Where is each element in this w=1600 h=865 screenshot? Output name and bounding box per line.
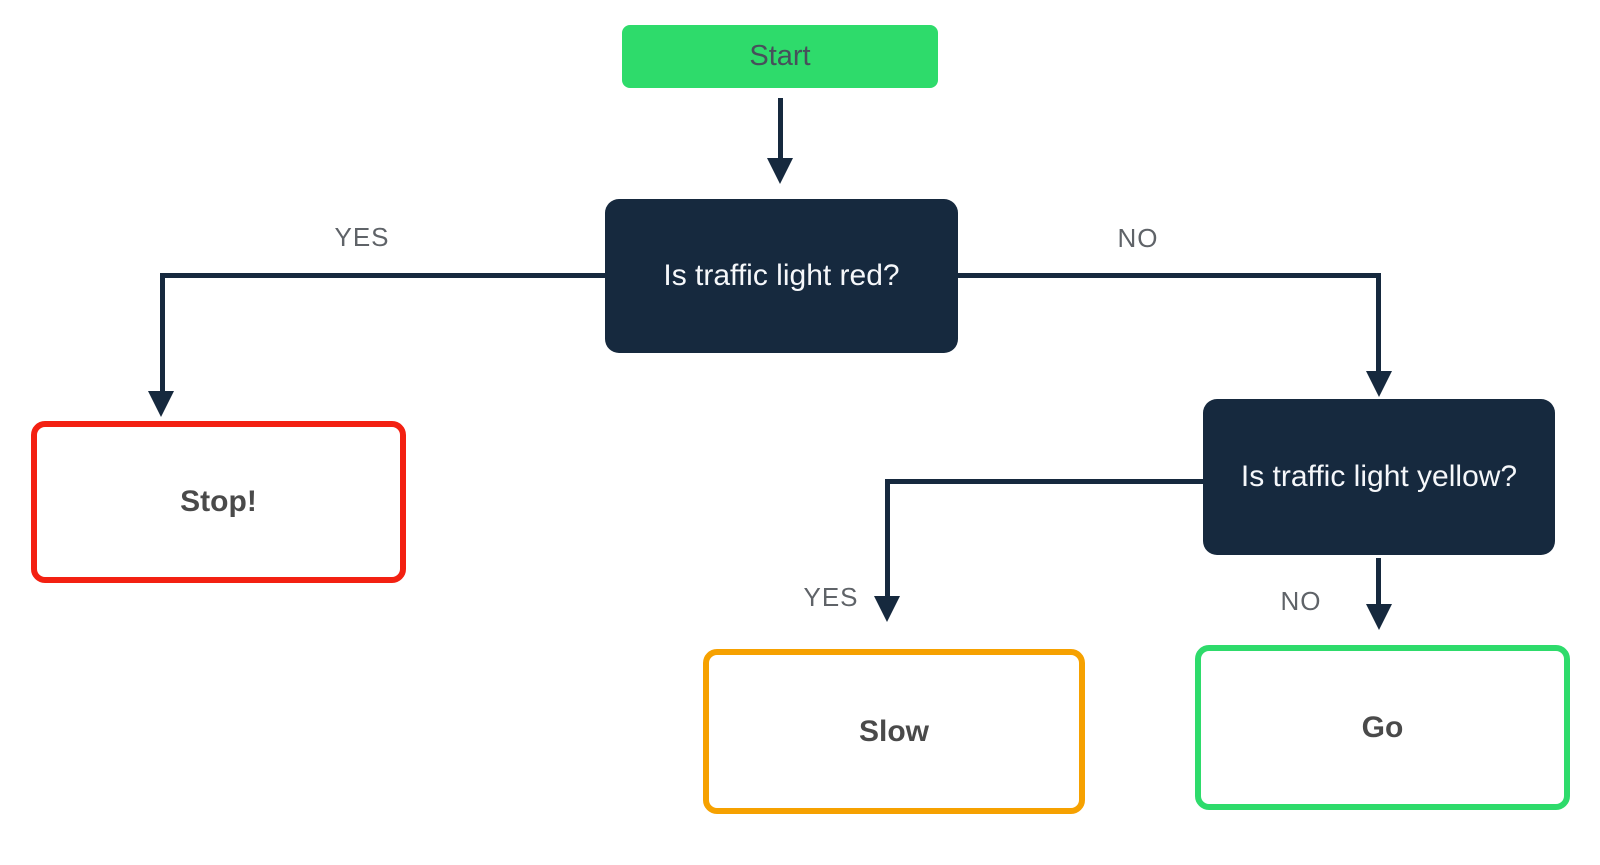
edge-yellow-yes-hline <box>885 479 1203 484</box>
edge-red-yes-vline <box>160 273 165 393</box>
edge-start-to-red-line <box>778 98 783 160</box>
edge-yellow-yes-arrowhead-icon <box>874 596 900 622</box>
edge-label-yellow-no: NO <box>1280 586 1322 616</box>
edge-label-red-no: NO <box>1117 223 1159 253</box>
edge-red-yes-hline <box>160 273 605 278</box>
node-question-yellow: Is traffic light yellow? <box>1203 399 1555 555</box>
node-go: Go <box>1195 645 1570 810</box>
edge-yellow-no-arrowhead-icon <box>1366 604 1392 630</box>
edge-yellow-no-vline <box>1376 558 1381 606</box>
node-question-red: Is traffic light red? <box>605 199 958 353</box>
edge-label-red-yes: YES <box>334 222 390 252</box>
edge-start-to-red-arrowhead-icon <box>767 158 793 184</box>
edge-red-no-hline <box>958 273 1381 278</box>
node-slow: Slow <box>703 649 1085 814</box>
node-start: Start <box>622 25 938 88</box>
edge-red-no-vline <box>1376 273 1381 373</box>
edge-red-yes-arrowhead-icon <box>148 391 174 417</box>
node-stop: Stop! <box>31 421 406 583</box>
edge-red-no-arrowhead-icon <box>1366 371 1392 397</box>
edge-label-yellow-yes: YES <box>803 582 859 612</box>
edge-yellow-yes-vline <box>885 479 890 597</box>
